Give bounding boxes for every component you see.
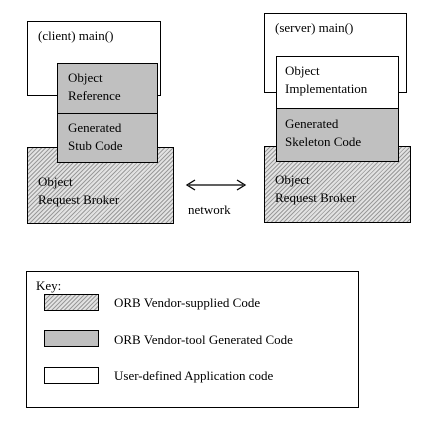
server-orb-label: Object Request Broker <box>275 172 357 205</box>
key-box: Key: ORB Vendor-supplied Code ORB Vendor… <box>26 271 359 408</box>
server-main-label: (server) main() <box>275 20 354 35</box>
client-object-reference-box: Object Reference <box>57 63 158 114</box>
key-swatch-hatched <box>44 294 99 311</box>
key-label-vendor-supplied: ORB Vendor-supplied Code <box>114 295 261 310</box>
client-stub-code-label: Generated Stub Code <box>68 120 123 153</box>
server-skeleton-code-label: Generated Skeleton Code <box>285 116 362 149</box>
client-main-label: (client) main() <box>38 28 114 43</box>
server-object-implementation-label: Object Implementation <box>285 63 368 96</box>
key-title: Key: <box>36 278 62 293</box>
server-object-implementation-box: Object Implementation <box>276 56 399 109</box>
key-swatch-gray <box>44 330 99 347</box>
client-stub-code-box: Generated Stub Code <box>57 113 158 163</box>
key-swatch-white <box>44 367 99 384</box>
client-orb-label: Object Request Broker <box>38 174 120 207</box>
client-object-reference-label: Object Reference <box>68 70 121 103</box>
server-skeleton-code-box: Generated Skeleton Code <box>276 108 399 162</box>
key-label-vendor-tool: ORB Vendor-tool Generated Code <box>114 332 293 347</box>
network-label: network <box>188 202 231 217</box>
key-label-user-defined: User-defined Application code <box>114 368 274 383</box>
